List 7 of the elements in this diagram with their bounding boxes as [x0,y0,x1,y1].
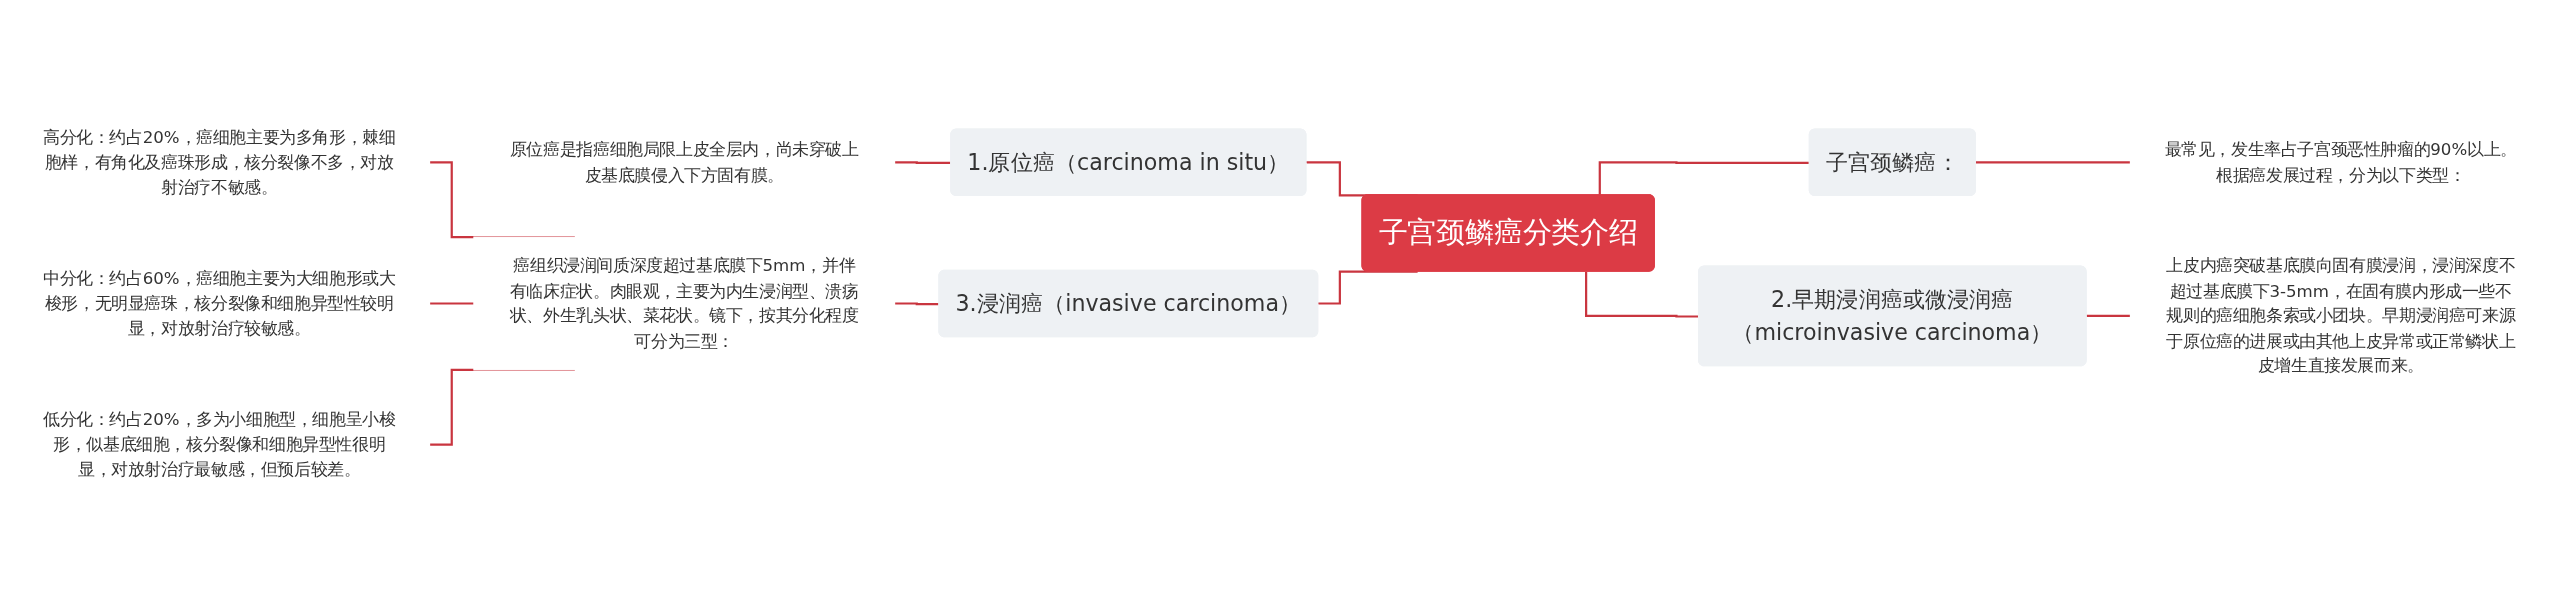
node-text: 原位癌是指癌细胞局限上皮全层内，尚未穿破上皮基底膜侵入下方固有膜。 [509,139,859,185]
node-text: 低分化：约占20%，多为小细胞型，细胞呈小梭形，似基底细胞，核分裂像和细胞异型性很明显，对放射治疗最敏感，但预后较差。 [42,409,396,480]
connector [1598,161,1810,196]
node-text: 上皮内癌突破基底膜向固有膜浸润，浸润深度不超过基底膜下3-5mm，在固有膜内形成一些不规则的癌细胞条索或小团块。早期浸润癌可来源于原位癌的进展或由其他上皮异常或正常鳞状上皮增生直接发展而来。 [2166,255,2516,376]
node-text: 高分化：约占20%，癌细胞主要为多角形，棘细胞样，有角化及癌珠形成，核分裂像不多，对放射治疗不敏感。 [42,127,396,197]
node-text: 最常见，发生率占子宫颈恶性肿瘤的90%以上。根据癌发展过程，分为以下类型： [2164,139,2518,185]
node-text: 中分化：约占60%，癌细胞主要为大细胞形或大梭形，无明显癌珠，核分裂像和细胞异型性较明显，对放射治疗较敏感。 [42,268,396,339]
